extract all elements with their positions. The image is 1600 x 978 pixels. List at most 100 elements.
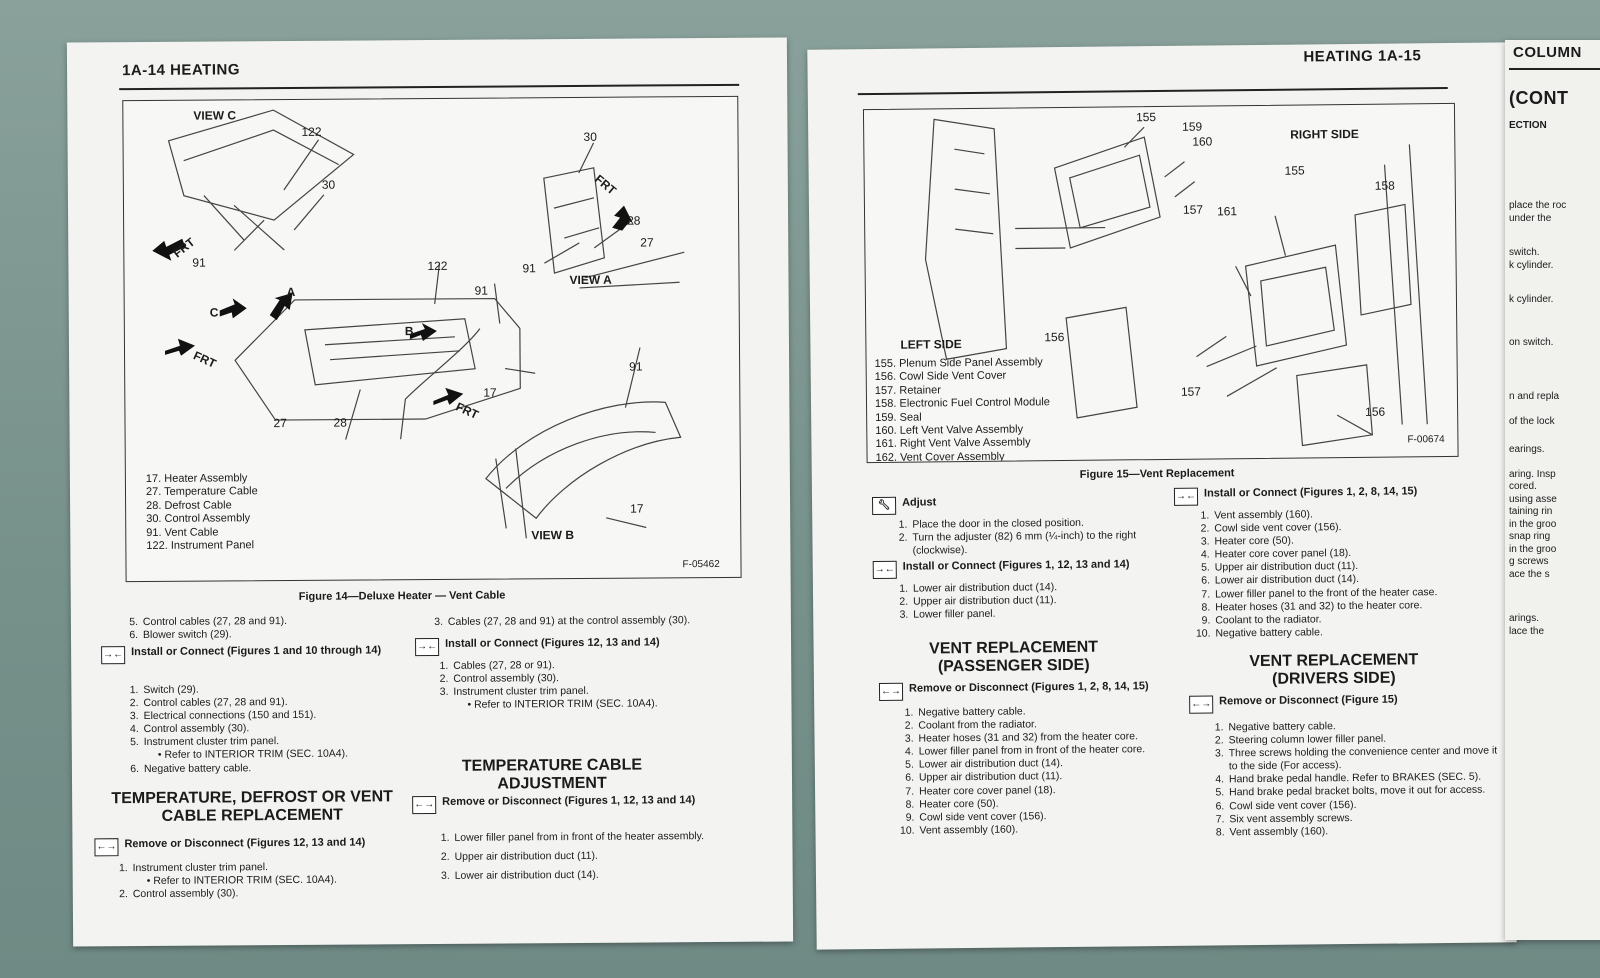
list-item: Upper air distribution duct (11).	[453, 849, 723, 864]
callout: 17	[630, 501, 644, 516]
remove-icon: ←→	[94, 838, 119, 857]
procedure-title: Remove or Disconnect (Figures 1, 12, 13 …	[442, 794, 696, 808]
remove-heading-3: ←→ Remove or Disconnect (Figures 1, 2, 8…	[878, 680, 1179, 701]
figure-15-caption: Figure 15—Vent Replacement	[1079, 467, 1235, 481]
install-heading-4: →← Install or Connect (Figures 1, 2, 8, …	[1173, 485, 1474, 506]
legend-item: 30. Control Assembly	[146, 512, 251, 526]
callout: 157	[1182, 202, 1204, 217]
text-fragment: lace the	[1509, 625, 1545, 637]
procedure-title: Adjust	[901, 496, 937, 509]
install-list-2: Cables (27, 28 or 91). Control assembly …	[431, 658, 751, 713]
callout: 30	[583, 129, 597, 144]
text-fragment: k cylinder.	[1509, 259, 1554, 271]
legend-item: 155. Plenum Side Panel Assembly	[874, 356, 1043, 371]
callout: 91	[629, 359, 643, 374]
list-item: Control assembly (30).	[131, 886, 421, 901]
text-fragment: taining rin	[1509, 506, 1553, 517]
edge-section: ECTION	[1509, 120, 1547, 131]
view-a-arrow-label: A	[286, 284, 296, 299]
list-item: Blower switch (29).	[141, 627, 421, 642]
legend-item: 162. Vent Cover Assembly	[875, 450, 1005, 464]
header-rule	[119, 83, 740, 91]
install-heading-3: →← Install or Connect (Figures 1, 12, 13…	[872, 558, 1173, 580]
text-fragment: g screws	[1509, 556, 1549, 567]
text-fragment: earings.	[1509, 444, 1545, 455]
callout: 158	[1374, 178, 1395, 193]
install-list-1: Switch (29). Control cables (27, 28 and …	[121, 682, 422, 776]
next-page-edge: COLUMN (CONT ECTION place the roc under …	[1505, 40, 1600, 940]
callout: 156	[1044, 330, 1065, 345]
callout: 122	[301, 124, 322, 139]
list-item: Three screws holding the convenience cen…	[1227, 745, 1502, 774]
callout: 122	[427, 258, 448, 274]
remove-heading-1: ←→ Remove or Disconnect (Figures 12, 13 …	[94, 836, 404, 857]
install-icon: →←	[415, 637, 440, 657]
list-item: Negative battery cable.	[142, 761, 422, 776]
section-title-cable-adjustment: TEMPERATURE CABLE ADJUSTMENT	[461, 756, 643, 793]
legend-item: 122. Instrument Panel	[146, 539, 255, 553]
list-item: Cables (27, 28 and 91) at the control as…	[446, 614, 766, 629]
procedure-title: Remove or Disconnect (Figure 15)	[1219, 693, 1398, 708]
adjust-list: Place the door in the closed position. T…	[890, 516, 1190, 558]
remove-list-4: Negative battery cable. Steering column …	[1206, 718, 1502, 839]
text-fragment: ace the s	[1509, 568, 1550, 580]
list-item: Instrument cluster trim panel.• Refer to…	[131, 860, 421, 888]
view-c-arrow-label: C	[209, 305, 219, 320]
view-b-arrow-label: B	[404, 324, 414, 339]
callout: 17	[483, 385, 497, 400]
figure-14-caption: Figure 14—Deluxe Heater — Vent Cable	[298, 589, 506, 603]
section-title-drivers-side: VENT REPLACEMENT (DRIVERS SIDE)	[1249, 651, 1419, 688]
callout: 160	[1192, 134, 1213, 149]
wrench-icon: 🔧︎	[871, 496, 897, 516]
procedure-title: Install or Connect (Figures 12, 13 and 1…	[445, 636, 660, 650]
text-fragment: in the groo	[1509, 518, 1557, 530]
callout: 91	[192, 255, 206, 270]
left-side-label: LEFT SIDE	[900, 337, 962, 352]
list-item-text: Instrument cluster trim panel.	[143, 735, 280, 749]
install-list-4: Vent assembly (160). Cowl side vent cove…	[1192, 506, 1513, 640]
list-item: Vent assembly (160).	[917, 821, 1197, 837]
remove-list-continued: Control cables (27, 28 and 91). Blower s…	[121, 614, 421, 642]
install-icon: →←	[1173, 487, 1199, 506]
install-heading-1: →← Install or Connect (Figures 1 and 10 …	[101, 644, 401, 665]
list-item: Instrument cluster trim panel.• Refer to…	[142, 734, 422, 762]
procedure-title: Remove or Disconnect (Figures 1, 2, 8, 1…	[908, 680, 1149, 695]
figure-id: F-05462	[682, 558, 720, 571]
text-fragment: aring. Insp	[1509, 468, 1556, 480]
view-b-label: VIEW B	[531, 527, 575, 543]
remove-icon: ←→	[1189, 695, 1214, 714]
list-item-text: Instrument cluster trim panel.	[453, 685, 589, 699]
view-c-label: VIEW C	[193, 108, 237, 123]
page-header-left: 1A-14 HEATING	[121, 61, 241, 80]
remove-heading-2: ←→ Remove or Disconnect (Figures 1, 12, …	[412, 794, 702, 815]
section-title-cable-replacement: TEMPERATURE, DEFROST OR VENT CABLE REPLA…	[111, 788, 393, 825]
text-fragment: arings.	[1509, 613, 1540, 624]
header-rule	[857, 86, 1448, 96]
edge-header: COLUMN	[1513, 44, 1582, 61]
figure-14-drawing	[152, 109, 685, 539]
callout: 91	[474, 283, 489, 298]
callout: 28	[333, 415, 347, 430]
text-fragment: cored.	[1509, 481, 1537, 492]
text-fragment: snap ring	[1509, 531, 1551, 542]
list-item: Lower filler panel.	[911, 606, 1191, 622]
remove-list-continued-2: Cables (27, 28 and 91) at the control as…	[426, 614, 766, 629]
list-item: Lower air distribution duct (14).	[453, 868, 723, 883]
text-fragment: under the	[1509, 212, 1552, 224]
install-icon: →←	[101, 646, 126, 665]
procedure-title: Remove or Disconnect (Figures 12, 13 and…	[124, 836, 366, 851]
install-list-3: Lower air distribution duct (14). Upper …	[891, 580, 1191, 622]
callout: 159	[1182, 119, 1203, 134]
text-fragment: on switch.	[1509, 336, 1554, 348]
procedure-title: Install or Connect (Figures 1, 2, 8, 14,…	[1203, 485, 1418, 500]
callout: 161	[1216, 204, 1238, 219]
remove-list-2: Lower filler panel from in front of the …	[432, 830, 722, 883]
remove-list-3: Negative battery cable. Coolant from the…	[896, 704, 1197, 838]
edge-subheader: (CONT	[1509, 88, 1569, 108]
view-a-label: VIEW A	[569, 272, 612, 288]
text-fragment: of the lock	[1509, 415, 1555, 427]
remove-heading-4: ←→ Remove or Disconnect (Figure 15)	[1189, 693, 1489, 714]
section-title-passenger-side: VENT REPLACEMENT (PASSENGER SIDE)	[929, 638, 1099, 676]
legend-item: 28. Defrost Cable	[146, 499, 232, 512]
callout: 28	[627, 213, 641, 228]
